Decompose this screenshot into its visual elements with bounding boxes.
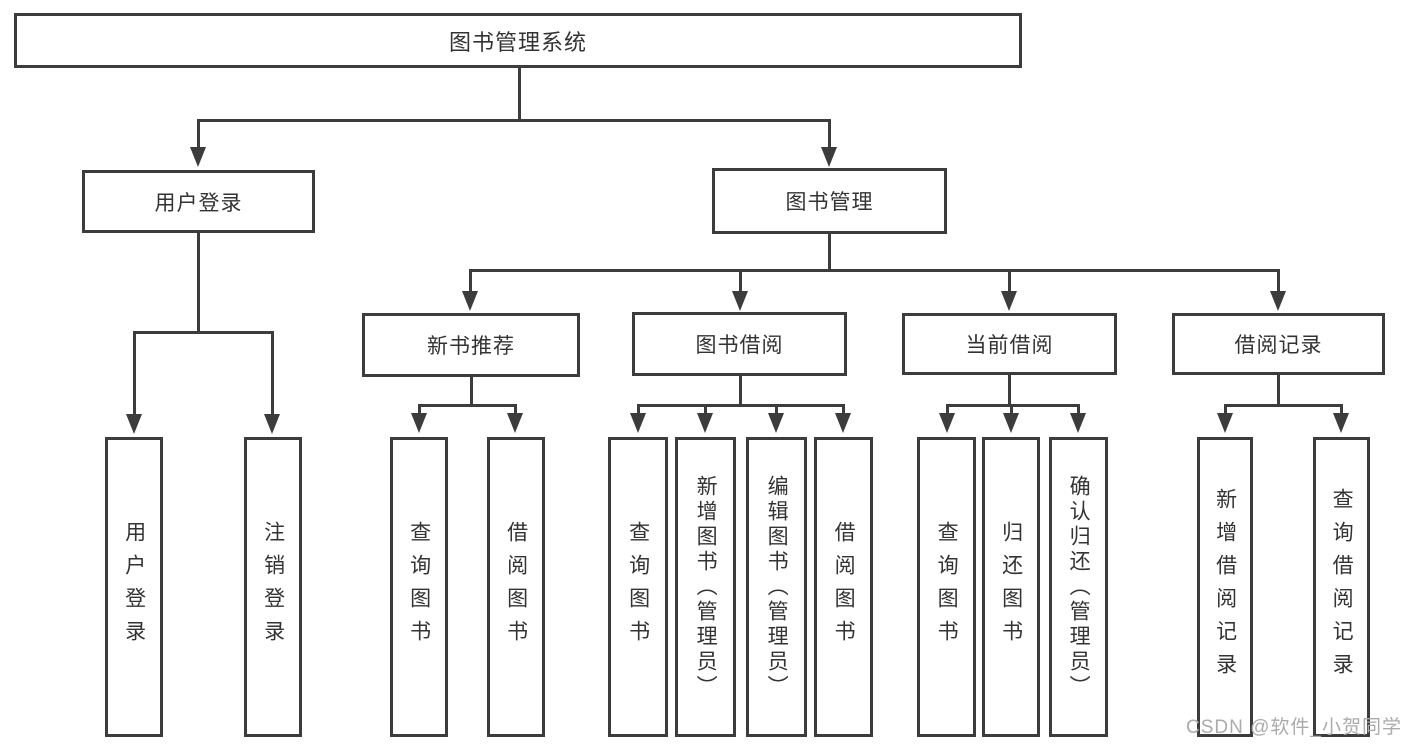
leaf-logout: 注销登录 <box>244 437 302 737</box>
leaf-query-books-current: 查询图书 <box>917 437 976 737</box>
arrow-down-icon <box>264 414 280 434</box>
connector-line <box>637 404 640 419</box>
node-book-borrowing: 图书借阅 <box>632 312 847 376</box>
connector-line <box>946 404 949 419</box>
connector-line <box>133 331 136 417</box>
node-label: 借阅图书 <box>832 521 856 653</box>
connector-line <box>469 269 472 295</box>
connector-line <box>739 269 742 295</box>
connector-line <box>637 404 845 407</box>
arrow-down-icon <box>1003 413 1019 433</box>
connector-line <box>1077 404 1080 419</box>
node-user-login: 用户登录 <box>82 170 315 233</box>
arrow-down-icon <box>1217 413 1233 433</box>
leaf-confirm-return-admin: 确认归还（管理员） <box>1049 437 1108 737</box>
leaf-borrow-books-recommend: 借阅图书 <box>487 437 545 737</box>
node-book-management: 图书管理 <box>712 168 947 234</box>
arrow-down-icon <box>835 413 851 433</box>
connector-line <box>775 404 778 419</box>
connector-line <box>271 331 274 417</box>
leaf-edit-books-admin: 编辑图书（管理员） <box>746 437 807 737</box>
node-label: 归还图书 <box>999 521 1023 653</box>
arrow-down-icon <box>462 291 478 311</box>
connector-line <box>1008 269 1011 295</box>
node-label: 确认归还（管理员） <box>1067 474 1091 700</box>
arrow-down-icon <box>630 413 646 433</box>
connector-line <box>133 331 274 334</box>
node-borrow-records: 借阅记录 <box>1172 313 1385 375</box>
connector-line <box>418 404 517 407</box>
arrow-down-icon <box>821 147 837 167</box>
node-label: 查询图书 <box>407 521 431 653</box>
arrow-down-icon <box>1070 413 1086 433</box>
connector-line <box>1277 269 1280 295</box>
arrow-down-icon <box>507 413 523 433</box>
arrow-down-icon <box>411 413 427 433</box>
connector-line <box>1340 404 1343 419</box>
node-label: 查询借阅记录 <box>1330 488 1354 686</box>
connector-line <box>828 234 831 272</box>
leaf-add-borrow-record: 新增借阅记录 <box>1197 437 1253 737</box>
node-label: 用户登录 <box>122 521 146 653</box>
connector-line <box>418 404 421 419</box>
leaf-borrow-books-borrowing: 借阅图书 <box>814 437 873 737</box>
leaf-query-books-borrowing: 查询图书 <box>608 437 668 737</box>
leaf-query-borrow-record: 查询借阅记录 <box>1313 437 1370 737</box>
arrow-down-icon <box>697 413 713 433</box>
connector-line <box>469 269 1280 272</box>
arrow-down-icon <box>190 147 206 167</box>
connector-line <box>739 376 742 407</box>
leaf-query-books-recommend: 查询图书 <box>390 437 448 737</box>
node-root: 图书管理系统 <box>14 13 1022 68</box>
arrow-down-icon <box>1333 413 1349 433</box>
leaf-user-login: 用户登录 <box>105 437 163 737</box>
connector-line <box>1224 404 1227 419</box>
node-label: 注销登录 <box>261 521 285 653</box>
arrow-down-icon <box>939 413 955 433</box>
leaf-add-books-admin: 新增图书（管理员） <box>675 437 736 737</box>
node-label: 图书借阅 <box>695 334 784 357</box>
node-label: 新增借阅记录 <box>1213 488 1237 686</box>
connector-line <box>197 119 200 151</box>
node-new-book-recommend: 新书推荐 <box>362 313 580 377</box>
connector-line <box>1008 375 1011 407</box>
node-label: 查询图书 <box>935 521 959 653</box>
watermark: CSDN @软件_小贺同学 <box>1186 717 1402 738</box>
node-label: 图书管理系统 <box>448 29 587 55</box>
arrow-down-icon <box>1270 291 1286 311</box>
node-label: 借阅记录 <box>1234 334 1323 357</box>
connector-line <box>1224 404 1343 407</box>
node-label: 编辑图书（管理员） <box>765 474 789 700</box>
arrow-down-icon <box>768 413 784 433</box>
node-current-borrowing: 当前借阅 <box>902 313 1117 375</box>
connector-line <box>514 404 517 419</box>
connector-line <box>828 119 831 151</box>
node-label: 新增图书（管理员） <box>694 474 718 700</box>
node-label: 新书推荐 <box>427 335 515 358</box>
connector-line <box>704 404 707 419</box>
connector-line <box>197 119 831 122</box>
connector-line <box>518 68 521 121</box>
arrow-down-icon <box>1001 291 1017 311</box>
node-label: 图书管理 <box>785 191 874 214</box>
node-label: 借阅图书 <box>504 521 528 653</box>
connector-line <box>470 377 473 407</box>
arrow-down-icon <box>126 414 142 434</box>
connector-line <box>1277 375 1280 407</box>
connector-line <box>842 404 845 419</box>
node-label: 当前借阅 <box>965 334 1054 357</box>
leaf-return-books: 归还图书 <box>982 437 1040 737</box>
connector-line <box>197 233 200 334</box>
arrow-down-icon <box>732 291 748 311</box>
node-label: 查询图书 <box>626 521 650 653</box>
connector-line <box>946 404 1080 407</box>
node-label: 用户登录 <box>154 191 243 215</box>
connector-line <box>1010 404 1013 419</box>
